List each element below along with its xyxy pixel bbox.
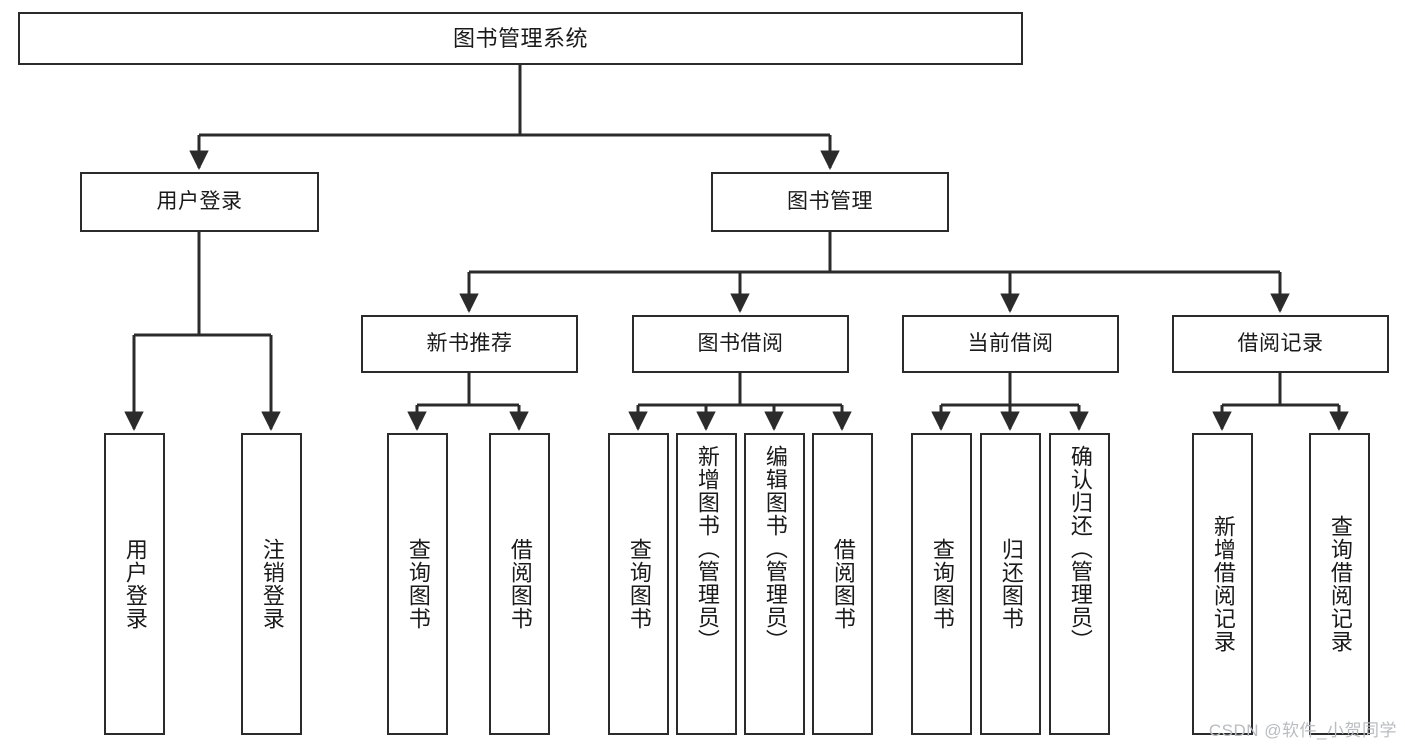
node-user-login[interactable]: 用户登录 xyxy=(80,172,319,232)
node-book-borrow[interactable]: 图书借阅 xyxy=(632,315,849,373)
leaf-query-borrow-record[interactable]: 查询借阅记录 xyxy=(1309,433,1370,735)
node-current-borrow[interactable]: 当前借阅 xyxy=(902,315,1119,373)
leaf-query-book-current[interactable]: 查询图书 xyxy=(911,433,972,735)
node-label: 当前借阅 xyxy=(967,331,1054,355)
csdn-watermark: CSDN @软件_小贺同学 xyxy=(1208,721,1397,740)
node-book-management[interactable]: 图书管理 xyxy=(711,172,949,232)
node-new-book-recommend[interactable]: 新书推荐 xyxy=(361,315,578,373)
node-label: 图书借阅 xyxy=(697,331,784,355)
leaf-edit-book-admin[interactable]: 编辑图书（管理员） xyxy=(744,433,805,735)
leaf-label: 归还图书 xyxy=(998,538,1024,630)
node-label: 新书推荐 xyxy=(426,331,513,355)
node-label: 图书管理系统 xyxy=(452,25,588,51)
leaf-label: 编辑图书（管理员） xyxy=(762,445,788,652)
leaf-label: 借阅图书 xyxy=(507,538,533,630)
leaf-label: 查询图书 xyxy=(626,538,652,630)
leaf-label: 确认归还（管理员） xyxy=(1067,445,1093,652)
leaf-user-login[interactable]: 用户登录 xyxy=(104,433,165,735)
leaf-label: 查询图书 xyxy=(405,538,431,630)
leaf-query-book-borrow[interactable]: 查询图书 xyxy=(608,433,669,735)
leaf-query-book-recommend[interactable]: 查询图书 xyxy=(387,433,448,735)
leaf-borrow-book[interactable]: 借阅图书 xyxy=(812,433,873,735)
leaf-add-borrow-record[interactable]: 新增借阅记录 xyxy=(1192,433,1253,735)
leaf-label: 新增图书（管理员） xyxy=(694,445,720,652)
leaf-confirm-return-admin[interactable]: 确认归还（管理员） xyxy=(1049,433,1110,735)
leaf-label: 用户登录 xyxy=(122,538,148,630)
leaf-label: 新增借阅记录 xyxy=(1210,515,1236,653)
node-label: 借阅记录 xyxy=(1237,331,1324,355)
leaf-label: 借阅图书 xyxy=(830,538,856,630)
node-book-management-system[interactable]: 图书管理系统 xyxy=(18,12,1023,65)
node-label: 用户登录 xyxy=(156,189,243,213)
node-label: 图书管理 xyxy=(787,189,873,213)
leaf-logout[interactable]: 注销登录 xyxy=(241,433,302,735)
leaf-return-book[interactable]: 归还图书 xyxy=(980,433,1041,735)
leaf-label: 查询图书 xyxy=(929,538,955,630)
node-borrow-record[interactable]: 借阅记录 xyxy=(1172,315,1389,373)
leaf-borrow-book-recommend[interactable]: 借阅图书 xyxy=(489,433,550,735)
leaf-label: 注销登录 xyxy=(259,538,285,630)
leaf-add-book-admin[interactable]: 新增图书（管理员） xyxy=(676,433,737,735)
leaf-label: 查询借阅记录 xyxy=(1327,515,1353,653)
